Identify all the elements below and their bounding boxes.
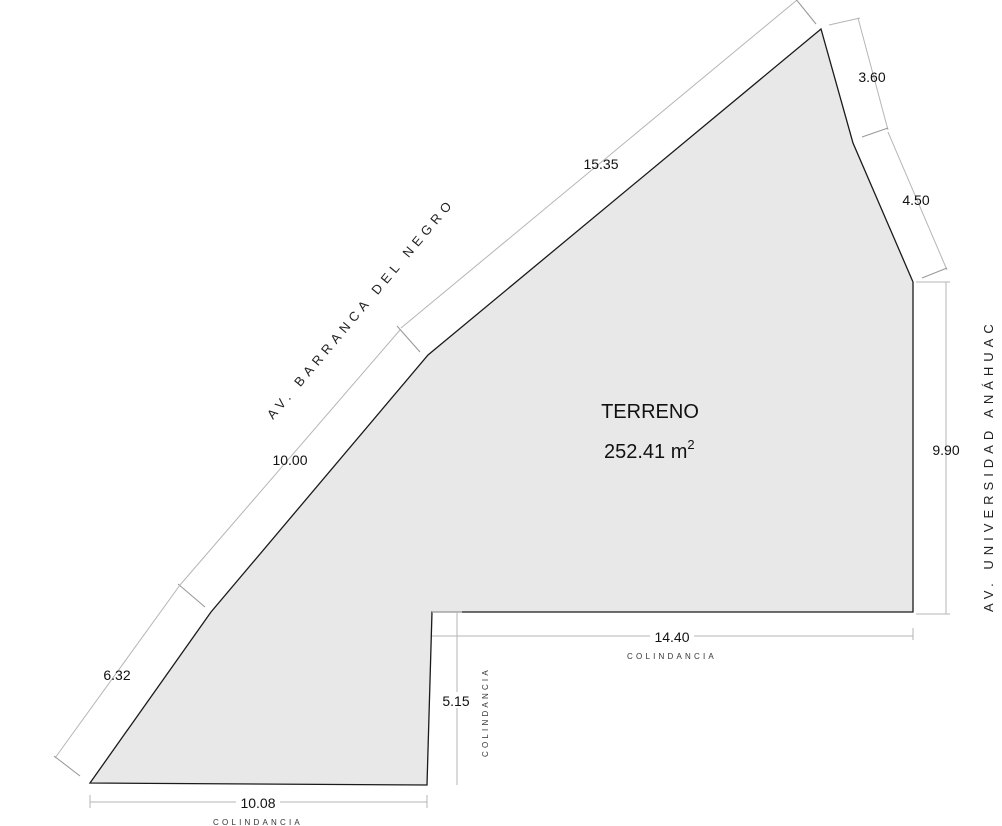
adjacent-label-notch: COLINDANCIA — [627, 652, 717, 661]
dimension-label-notch-horizontal: 14.40 — [654, 629, 689, 645]
lot-area-value: 252.41 m — [604, 441, 687, 463]
dimension-line-right-vertical — [916, 281, 950, 615]
dimension-label-right-vertical: 9.90 — [932, 442, 959, 458]
label-backdrop-bottom — [236, 794, 280, 810]
dimension-label-bottom: 10.08 — [240, 795, 275, 811]
adjacent-label-bottom: COLINDANCIA — [213, 818, 303, 826]
lot-title: TERRENO — [601, 401, 699, 423]
adjacent-label-vertical: COLINDANCIA — [481, 667, 490, 757]
dimension-label-right-slant: 4.50 — [902, 192, 929, 208]
street-label-east: AV. UNIVERSIDAD ANÁHUAC — [981, 319, 996, 612]
dimension-line-right-slant — [887, 131, 948, 279]
dimension-label-middle-diagonal: 10.00 — [272, 452, 307, 468]
label-backdrop-notch-vertical — [439, 692, 473, 708]
dimension-label-notch-vertical: 5.15 — [442, 693, 469, 709]
dimension-line-middle-diagonal — [177, 329, 401, 608]
lot-polygon — [88, 27, 914, 786]
dimension-line-upper-diagonal — [396, 0, 817, 353]
dimension-label-lower-diagonal: 6.32 — [103, 667, 130, 683]
dimension-label-top-right: 3.60 — [858, 69, 885, 85]
label-backdrop-notch — [650, 628, 694, 644]
dimension-line-top-right — [828, 17, 889, 138]
lot-area: 252.41 m2 — [604, 437, 695, 463]
dimension-label-upper-diagonal: 15.35 — [583, 156, 618, 172]
lot-area-exponent: 2 — [687, 437, 694, 452]
dimension-line-lower-diagonal — [53, 584, 181, 777]
